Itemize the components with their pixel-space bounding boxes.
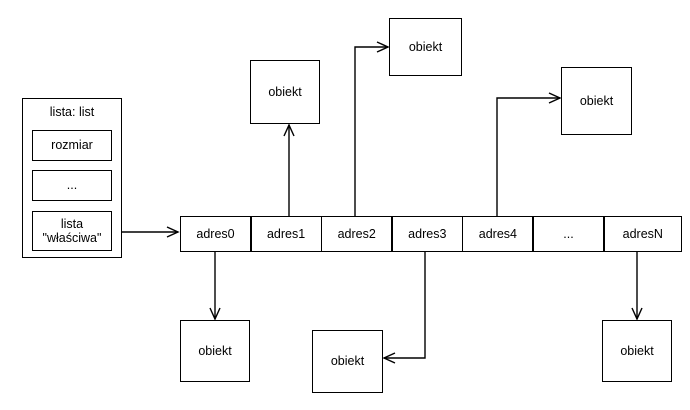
arrowhead-adres2 — [376, 41, 390, 53]
connector-adres3-to-obj-bottom-mid — [384, 252, 426, 359]
connector-adres2-to-obj-top-middle — [354, 46, 388, 216]
struct-title: lista: list — [49, 105, 95, 119]
object-box-bottom-right: obiekt — [602, 320, 672, 382]
array-cell-adres3: adres3 — [391, 216, 463, 252]
connector-adres4-to-obj-top-right — [496, 97, 560, 216]
object-box-bottom-middle: obiekt — [312, 330, 383, 393]
arrowhead-struct-to-array — [166, 226, 180, 238]
array-cell-ellipsis: ... — [533, 216, 604, 252]
array-cell-adres0: adres0 — [180, 216, 251, 252]
object-box-top-left: obiekt — [250, 60, 320, 124]
object-box-top-right: obiekt — [561, 67, 632, 135]
struct-field-lista-wlasciwa: lista "właściwa" — [32, 211, 112, 251]
arrowhead-adres1 — [283, 123, 295, 137]
object-box-bottom-left: obiekt — [180, 320, 250, 382]
array-cell-adres1: adres1 — [250, 216, 322, 252]
arrowhead-adres4 — [548, 92, 562, 104]
array-cell-adresN: adresN — [603, 216, 682, 252]
array-cell-adres2: adres2 — [321, 216, 393, 252]
arrowhead-adres3 — [382, 352, 396, 364]
struct-field-rozmiar: rozmiar — [32, 130, 112, 161]
struct-field-ellipsis: ... — [32, 170, 112, 201]
arrowhead-adresN — [631, 307, 643, 321]
object-box-top-middle: obiekt — [389, 18, 462, 76]
arrowhead-adres0 — [209, 307, 221, 321]
array-cell-adres4: adres4 — [462, 216, 534, 252]
